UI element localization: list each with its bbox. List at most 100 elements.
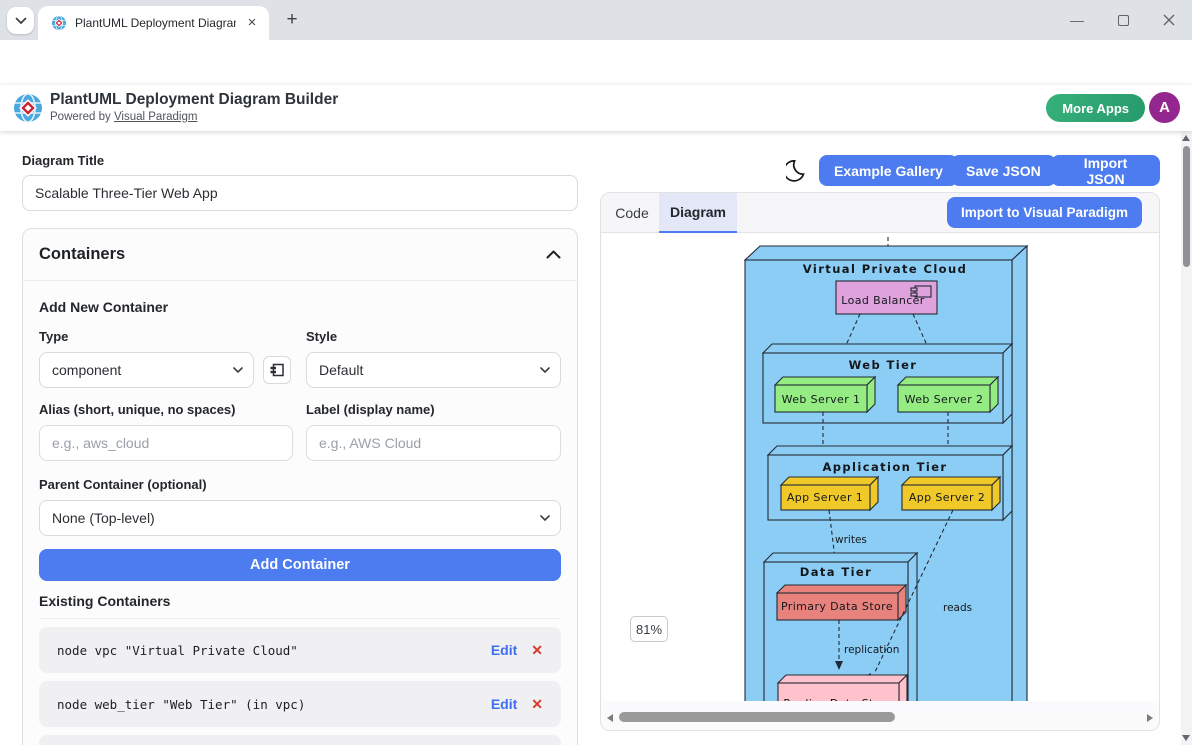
scroll-up-icon[interactable] [1182,135,1190,141]
app-header: PlantUML Deployment Diagram Builder Powe… [0,85,1192,131]
web-server-2-label: Web Server 2 [905,393,984,406]
horizontal-scrollbar[interactable] [605,711,1155,724]
example-gallery-button[interactable]: Example Gallery [819,155,958,186]
web-tier-label: Web Tier [849,358,918,372]
powered-prefix: Powered by [50,111,111,123]
container-row: node web_tier "Web Tier" (in vpc) Edit ✕ [39,681,561,727]
app-server-2-label: App Server 2 [909,491,985,504]
window-controls: — [1054,0,1192,40]
horizontal-scroll-thumb[interactable] [619,712,895,722]
window-maximize-button[interactable] [1100,0,1146,40]
window-maximize-icon [1117,14,1129,26]
style-select-value: Default [319,362,364,378]
preview-tabbar: Code Diagram Import to Visual Paradigm [601,193,1159,233]
scroll-down-icon[interactable] [1182,735,1190,741]
node-app-server-1: App Server 1 [779,475,880,512]
add-new-container-title: Add New Container [39,299,169,315]
edge-reads [873,509,954,675]
alias-label: Alias (short, unique, no spaces) [39,402,236,417]
chevron-down-icon [233,367,243,374]
site-favicon [51,15,67,31]
edit-button[interactable]: Edit [490,642,518,658]
reads-label: reads [943,602,972,614]
builder-panel: Diagram Title Containers Add New Contain… [22,131,578,745]
vertical-scrollbar[interactable] [1181,131,1192,745]
type-select-value: component [52,362,122,378]
tab-search-button[interactable] [7,7,34,34]
vpc-label: Virtual Private Cloud [803,262,967,276]
node-web-server-2: Web Server 2 [896,375,1000,414]
component-icon [270,363,284,377]
save-json-button[interactable]: Save JSON [951,155,1056,186]
import-to-visual-paradigm-button[interactable]: Import to Visual Paradigm [946,197,1142,228]
containers-card: Containers Add New Container Type Style … [22,228,578,745]
chevron-down-icon [540,367,550,374]
writes-label: writes [835,534,867,546]
app-server-1-label: App Server 1 [787,491,863,504]
deployment-diagram: Virtual Private Cloud Load Balancer [743,237,1029,701]
style-select[interactable]: Default [306,352,561,388]
label-input[interactable] [306,425,561,461]
window-close-icon [1163,14,1175,26]
alias-input[interactable] [39,425,293,461]
parent-container-select[interactable]: None (Top-level) [39,500,561,536]
style-label: Style [306,329,338,344]
chevron-down-icon [540,515,550,522]
type-select[interactable]: component [39,352,254,388]
new-tab-button[interactable]: + [280,8,304,32]
tab-close-icon[interactable]: × [247,14,257,31]
container-row: node vpc "Virtual Private Cloud" Edit ✕ [39,627,561,673]
moon-icon [786,160,805,182]
type-label: Type [39,329,69,344]
add-container-button[interactable]: Add Container [39,549,561,581]
diagram-canvas[interactable]: Virtual Private Cloud Load Balancer [602,233,1159,701]
container-code: node vpc "Virtual Private Cloud" [57,642,298,658]
browser-toolbar: ai-toolbox.visual-paradigm.com/app/plant… [0,40,1192,119]
containers-header[interactable]: Containers [23,229,577,281]
primary-data-store-label: Primary Data Store [781,600,893,613]
visual-paradigm-link[interactable]: Visual Paradigm [113,111,198,123]
preview-panel: Example Gallery Save JSON Import JSON Co… [600,131,1160,745]
browser-tab-strip: PlantUML Deployment Diagram × + — [0,0,1192,40]
replication-label: replication [844,644,899,656]
dark-mode-toggle[interactable] [782,155,812,185]
component-picker-button[interactable] [263,356,291,384]
node-app-server-2: App Server 2 [900,475,1002,512]
tab-title: PlantUML Deployment Diagram [75,16,236,30]
diagram-title-input[interactable] [22,175,578,211]
data-tier-label: Data Tier [800,565,872,579]
node-primary-data-store: Primary Data Store [775,583,908,622]
window-close-button[interactable] [1146,0,1192,40]
preview-card: Code Diagram Import to Visual Paradigm V… [600,192,1160,731]
tab-diagram[interactable]: Diagram [659,193,737,233]
label-label: Label (display name) [306,402,435,417]
account-avatar[interactable]: A [1149,92,1180,123]
container-row: node app_tier "Application Tier" (in vpc… [39,735,561,745]
parent-select-value: None (Top-level) [52,510,155,526]
more-apps-button[interactable]: More Apps [1046,94,1145,122]
edge-writes [828,509,838,575]
edit-button[interactable]: Edit [490,696,518,712]
scroll-left-icon[interactable] [607,714,613,722]
visual-paradigm-logo [12,92,44,124]
delete-button[interactable]: ✕ [531,641,543,658]
load-balancer-label: Load Balancer [841,294,925,307]
scroll-right-icon[interactable] [1147,714,1153,722]
vertical-scroll-thumb[interactable] [1183,146,1190,267]
app-tier-label: Application Tier [822,460,947,474]
existing-containers-title: Existing Containers [39,593,561,619]
replica-data-store-label: Replica Data Store [783,697,892,701]
browser-tab[interactable]: PlantUML Deployment Diagram × [38,6,269,40]
chevron-down-icon [15,17,26,24]
window-minimize-button[interactable]: — [1054,0,1100,40]
node-web-server-1: Web Server 1 [773,375,877,414]
powered-by: Powered by Visual Paradigm [50,111,197,123]
container-code: node web_tier "Web Tier" (in vpc) [57,696,306,712]
chevron-up-icon[interactable] [546,250,561,259]
delete-button[interactable]: ✕ [531,695,543,712]
tab-code[interactable]: Code [615,205,649,221]
import-json-button[interactable]: Import JSON [1051,155,1160,187]
diagram-title-label: Diagram Title [22,153,105,168]
app-title: PlantUML Deployment Diagram Builder [50,91,339,108]
